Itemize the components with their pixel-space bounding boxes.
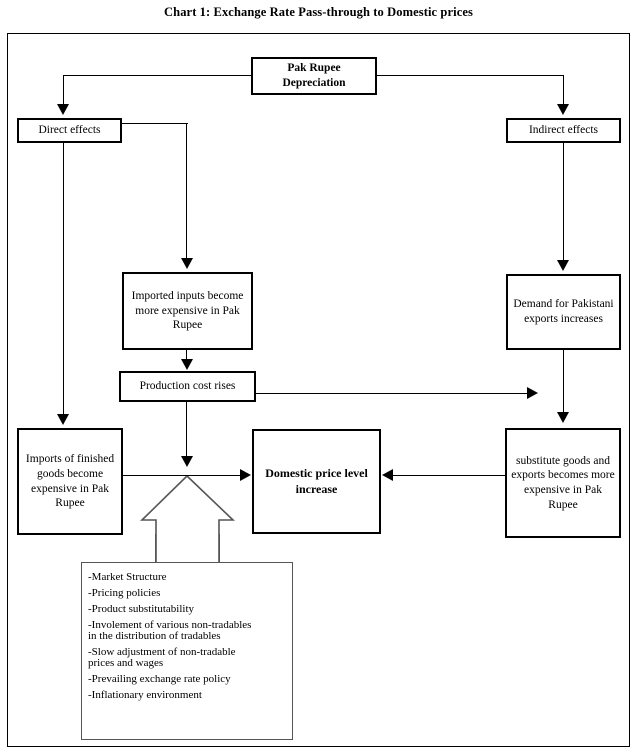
list-item-head: -Slow adjustment of non-tradable <box>88 646 236 658</box>
node-production-cost[interactable]: Production cost rises <box>119 371 256 402</box>
node-indirect-effects-label: Indirect effects <box>528 124 599 137</box>
edge-production-to-substitute-h <box>256 393 529 395</box>
node-imported-inputs[interactable]: Imported inputs become more expensive in… <box>122 272 253 350</box>
list-item: -Pricing policies <box>88 587 161 599</box>
arrowhead-substitute-to-domestic <box>382 469 393 481</box>
page-title: Chart 1: Exchange Rate Pass-through to D… <box>164 5 473 19</box>
edge-root-to-indirect-h <box>377 75 564 77</box>
node-pak-rupee-depreciation[interactable]: Pak Rupee Depreciation <box>251 57 377 95</box>
arrowhead-root-to-direct <box>57 104 69 115</box>
edge-direct-to-imports-v <box>63 143 65 415</box>
node-direct-effects-label: Direct effects <box>38 124 101 137</box>
list-item: -Product substitutability <box>88 603 195 615</box>
node-domestic-price-level-increase[interactable]: Domestic price level increase <box>252 429 381 534</box>
arrowhead-direct-to-imported <box>181 258 193 269</box>
arrowhead-demand-to-substitute <box>557 412 569 423</box>
arrowhead-production-to-substitute <box>527 387 538 399</box>
list-item: -Slow adjustment of non-tradable prices … <box>88 647 292 669</box>
node-domestic-price-label: Domestic price level increase <box>265 466 368 496</box>
node-indirect-effects[interactable]: Indirect effects <box>506 118 621 143</box>
node-imports-finished-goods-label: Imports of finished goods become expensi… <box>25 453 115 510</box>
edge-factors-left-stem <box>155 534 157 564</box>
edge-indirect-to-demand-v <box>563 143 565 261</box>
list-item: -Prevailing exchange rate policy <box>88 673 231 685</box>
list-item: -Market Structure <box>88 571 167 583</box>
block-arrow-up-icon <box>136 470 240 566</box>
arrowhead-root-to-indirect <box>557 104 569 115</box>
node-substitute-goods[interactable]: substitute goods and exports becomes mor… <box>505 428 621 538</box>
arrowhead-imported-to-production <box>181 359 193 370</box>
node-root-line1: Pak Rupee <box>287 62 341 75</box>
diagram-outer-frame <box>7 33 630 747</box>
edge-production-down-v <box>186 402 188 458</box>
edge-substitute-to-domestic-h <box>393 475 505 477</box>
node-imports-finished-goods[interactable]: Imports of finished goods become expensi… <box>17 428 123 535</box>
edge-root-to-direct-h <box>63 75 252 77</box>
arrowhead-indirect-to-demand <box>557 260 569 271</box>
node-substitute-goods-label: substitute goods and exports becomes mor… <box>511 454 615 511</box>
list-item: -Inflationary environment <box>88 689 202 701</box>
edge-root-to-indirect-v <box>563 75 565 107</box>
edge-root-to-direct-v <box>63 75 65 107</box>
list-item-head: -Involement of various non-tradables <box>88 619 252 631</box>
edge-demand-to-substitute-v <box>563 350 565 413</box>
edge-direct-to-imported-h <box>122 123 188 125</box>
list-item-cont: in the distribution of tradables <box>88 630 221 642</box>
node-imported-inputs-label: Imported inputs become more expensive in… <box>131 289 244 332</box>
edge-imported-to-production-v <box>186 350 188 362</box>
edge-imports-to-domestic-h <box>123 475 242 477</box>
list-item-cont: prices and wages <box>88 657 164 669</box>
node-production-cost-label: Production cost rises <box>139 380 236 393</box>
factors-listbox[interactable]: -Market Structure -Pricing policies -Pro… <box>81 562 293 740</box>
node-direct-effects[interactable]: Direct effects <box>17 118 122 143</box>
edge-factors-right-stem <box>219 534 221 564</box>
arrowhead-direct-to-imports <box>57 414 69 425</box>
node-root-line2: Depreciation <box>282 77 346 89</box>
node-demand-exports[interactable]: Demand for Pakistani exports increases <box>506 274 621 350</box>
arrowhead-imports-to-domestic <box>240 469 251 481</box>
edge-direct-to-imported-v <box>186 123 188 259</box>
list-item: -Involement of various non-tradables in … <box>88 620 292 642</box>
node-demand-exports-label: Demand for Pakistani exports increases <box>513 298 614 325</box>
arrowhead-production-down <box>181 456 193 467</box>
